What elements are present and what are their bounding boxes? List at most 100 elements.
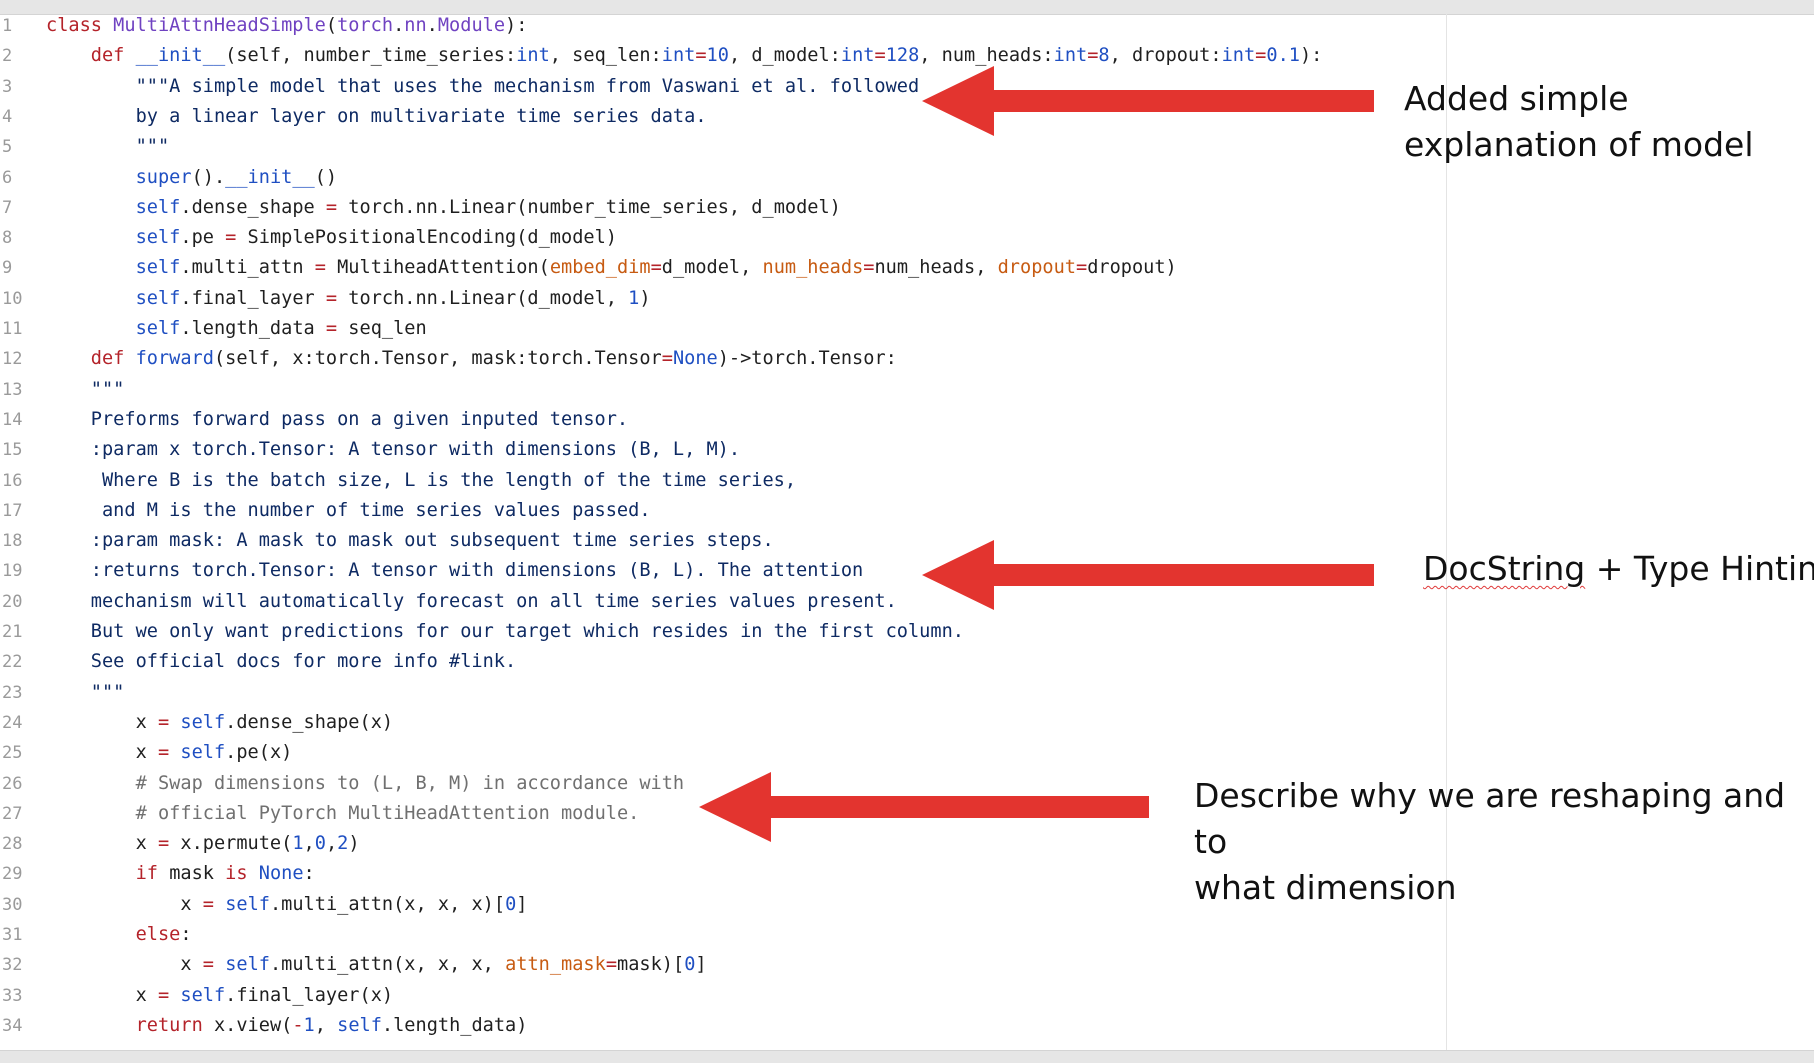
code-token: .multi_attn — [180, 257, 315, 279]
code-text: self.final_layer = torch.nn.Linear(d_mod… — [136, 284, 651, 314]
code-token: torch — [337, 15, 394, 36]
code-token: """ — [90, 681, 125, 703]
code-token: :returns torch.Tensor: A tensor with dim… — [90, 560, 864, 582]
code-token: 0.1 — [1266, 45, 1300, 67]
code-token: 0 — [684, 954, 696, 976]
code-line[interactable]: 3"""A simple model that uses the mechani… — [0, 72, 1440, 102]
code-text: super().__init__() — [136, 163, 338, 193]
code-token: x — [135, 833, 158, 855]
code-token — [169, 742, 180, 763]
code-token: , dropout: — [1109, 45, 1222, 67]
line-number: 14 — [2, 409, 23, 430]
code-text: x = self.multi_attn(x, x, x)[0] — [180, 890, 527, 920]
code-token: def — [90, 348, 136, 370]
code-line[interactable]: 30 x = self.multi_attn(x, x, x)[0] — [0, 890, 1440, 920]
line-number: 30 — [2, 894, 23, 915]
code-token: = — [650, 257, 662, 279]
code-text: return x.view(-1, self.length_data) — [136, 1011, 528, 1041]
annotation-reshaping: Describe why we are reshaping and to wha… — [1194, 776, 1786, 907]
line-number: 27 — [2, 803, 23, 824]
code-line[interactable]: 5""" — [0, 132, 1440, 162]
arrow-left-icon — [699, 772, 1149, 842]
code-text: Preforms forward pass on a given inputed… — [91, 405, 628, 435]
line-number: 13 — [2, 379, 23, 400]
code-token: = — [325, 318, 338, 339]
line-number: 29 — [2, 864, 23, 885]
code-token: nn — [404, 15, 427, 36]
line-number: 17 — [2, 500, 23, 521]
line-number: 22 — [2, 652, 23, 673]
code-line[interactable]: 13 """ — [0, 375, 1440, 405]
line-number: 1 — [2, 16, 13, 36]
code-token: self — [180, 984, 226, 1006]
code-token: .pe — [180, 227, 226, 249]
code-token: )->torch.Tensor: — [717, 348, 897, 370]
code-token: embed_dim — [549, 257, 651, 279]
code-line[interactable]: 26# Swap dimensions to (L, B, M) in acco… — [0, 769, 1440, 799]
code-text: x = self.multi_attn(x, x, x, attn_mask=m… — [180, 950, 706, 980]
code-token: = — [325, 287, 338, 309]
code-text: def __init__(self, number_time_series:in… — [91, 41, 1323, 71]
code-token: .pe(x) — [225, 742, 293, 764]
line-number: 16 — [2, 470, 23, 491]
code-token: # official PyTorch MultiHeadAttention mo… — [135, 802, 640, 824]
line-number: 8 — [2, 228, 13, 249]
code-line[interactable]: 17 and M is the number of time series va… — [0, 496, 1440, 526]
code-token: ] — [516, 893, 528, 915]
code-token: SimplePositionalEncoding(d_model) — [236, 227, 617, 249]
code-line[interactable]: 18:param mask: A mask to mask out subseq… — [0, 526, 1440, 556]
code-text: """ — [91, 375, 125, 405]
code-token: dropout) — [1087, 257, 1177, 279]
code-line[interactable]: 15:param x torch.Tensor: A tensor with d… — [0, 435, 1440, 465]
code-line[interactable]: 14 Preforms forward pass on a given input… — [0, 405, 1440, 435]
code-line[interactable]: 27 # official PyTorch MultiHeadAttention … — [0, 799, 1440, 829]
code-token: int — [516, 45, 550, 67]
code-token: = — [605, 954, 618, 976]
code-token: x — [135, 984, 158, 1006]
line-number: 2 — [2, 46, 13, 67]
code-text: def forward(self, x:torch.Tensor, mask:t… — [91, 344, 897, 374]
line-number: 25 — [2, 743, 23, 764]
code-line[interactable]: 16 Where B is the batch size, L is the l… — [0, 466, 1440, 496]
code-token: = — [863, 257, 875, 279]
code-token: .final_layer — [180, 287, 326, 309]
code-line[interactable]: 23""" — [0, 678, 1440, 708]
code-token: 128 — [885, 45, 920, 67]
code-token: """ — [90, 378, 125, 400]
code-line[interactable]: 19:returns torch.Tensor: A tensor with d… — [0, 556, 1440, 586]
code-token: def — [90, 45, 136, 67]
line-number: 5 — [2, 137, 13, 158]
code-token: and M is the number of time series value… — [90, 499, 651, 521]
line-number: 3 — [2, 76, 13, 97]
code-token: , num_heads: — [919, 45, 1054, 67]
code-token: But we only want predictions for our tar… — [90, 621, 964, 642]
code-token: attn_mask — [505, 954, 606, 976]
code-line[interactable]: 2 def __init__(self, number_time_series:i… — [0, 41, 1440, 71]
code-token: self — [135, 287, 181, 309]
line-number: 11 — [2, 319, 23, 339]
code-token: Where B is the batch size, L is the leng… — [90, 469, 797, 491]
code-text: Where B is the batch size, L is the leng… — [91, 466, 796, 496]
code-text: # official PyTorch MultiHeadAttention mo… — [136, 799, 640, 829]
